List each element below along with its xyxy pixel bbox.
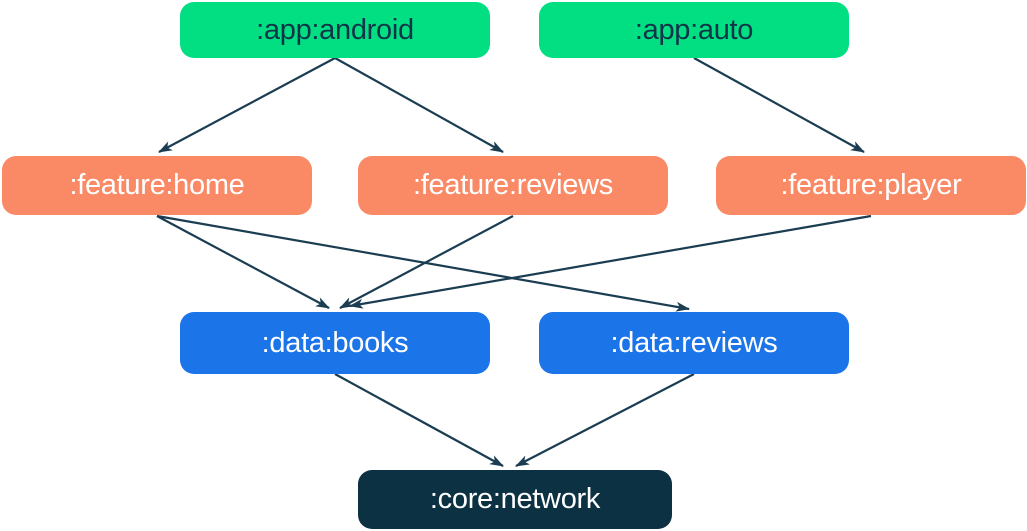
edge-data-books-to-core-network <box>334 373 504 467</box>
node-data-reviews: :data:reviews <box>539 312 849 374</box>
edge-app-android-to-feature-home <box>158 57 336 153</box>
node-label: :feature:reviews <box>413 169 613 201</box>
node-label: :feature:home <box>69 169 245 201</box>
edge-data-reviews-to-core-network <box>515 373 695 467</box>
node-label: :app:android <box>256 13 414 46</box>
edge-feature-player-to-data-books <box>349 214 872 309</box>
node-feature-reviews: :feature:reviews <box>358 156 668 215</box>
edge-app-android-to-feature-reviews <box>334 57 504 153</box>
edge-feature-home-to-data-books <box>156 215 330 309</box>
node-label: :data:reviews <box>610 326 778 359</box>
node-label: :feature:player <box>780 169 962 201</box>
node-label: :data:books <box>261 326 409 359</box>
node-app-auto: :app:auto <box>539 2 849 58</box>
node-label: :core:network <box>429 483 601 515</box>
node-label: :app:auto <box>634 13 754 46</box>
node-feature-player: :feature:player <box>716 156 1026 215</box>
node-feature-home: :feature:home <box>2 156 312 215</box>
edge-app-auto-to-feature-player <box>693 57 865 153</box>
node-core-network: :core:network <box>358 470 672 529</box>
edge-feature-home-to-data-reviews <box>156 214 690 312</box>
node-app-android: :app:android <box>180 2 490 58</box>
edge-feature-reviews-to-data-books <box>339 215 514 309</box>
node-data-books: :data:books <box>180 312 490 374</box>
